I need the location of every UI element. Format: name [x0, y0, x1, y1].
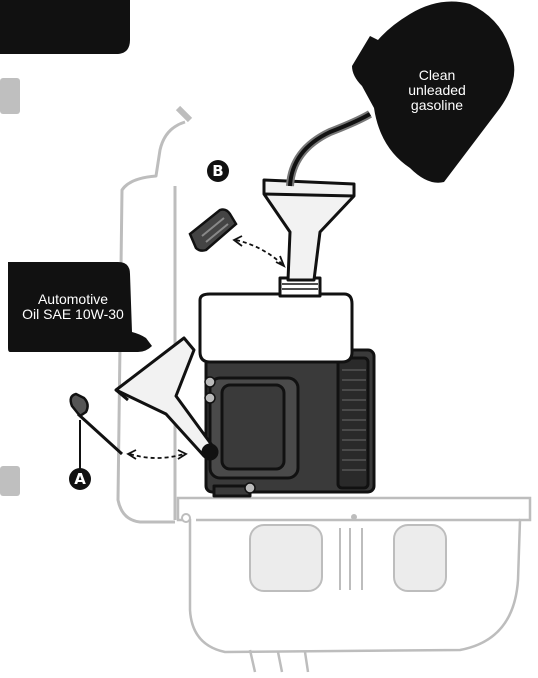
- gasoline-label-line-2: unleaded: [382, 83, 492, 98]
- side-tab-top: [0, 78, 20, 114]
- engine-body: [205, 350, 374, 496]
- gasoline-callout-label: Clean unleaded gasoline: [382, 68, 492, 113]
- gasoline-label-line-3: gasoline: [382, 98, 492, 113]
- marker-b-badge: B: [207, 160, 229, 182]
- oil-label-line-1: Automotive: [14, 292, 132, 307]
- fuel-cap-b: [190, 210, 236, 251]
- oil-callout-label: Automotive Oil SAE 10W-30: [14, 292, 132, 322]
- base-frame: [178, 498, 530, 672]
- fuel-tank: [200, 278, 352, 362]
- header-tab: [0, 0, 130, 54]
- oil-label-line-2: Oil SAE 10W-30: [14, 307, 132, 322]
- gasoline-label-line-1: Clean: [382, 68, 492, 83]
- side-tab-bottom: [0, 466, 20, 496]
- dipstick-a: [71, 394, 122, 470]
- gasoline-funnel: [264, 180, 354, 280]
- marker-a-badge: A: [69, 468, 91, 490]
